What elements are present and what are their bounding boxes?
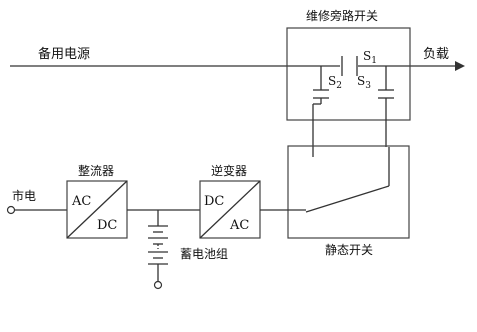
static-switch-label: 静态开关 bbox=[325, 243, 373, 257]
bypass-switch-box bbox=[286, 27, 411, 121]
s3-label: S3 bbox=[357, 74, 371, 91]
inverter-ac: AC bbox=[229, 218, 249, 233]
rectifier-ac: AC bbox=[71, 194, 91, 209]
battery-pack-label: 蓄电池组 bbox=[180, 247, 228, 261]
s2-label: S2 bbox=[328, 74, 342, 91]
rectifier-dc: DC bbox=[97, 218, 117, 233]
mains-terminal-icon bbox=[6, 205, 16, 215]
rectifier-diagonal bbox=[66, 180, 128, 239]
inverter-diagonal bbox=[199, 180, 261, 239]
load-arrow-icon bbox=[455, 61, 465, 71]
inverter-dc: DC bbox=[204, 194, 224, 209]
battery-terminal-icon bbox=[153, 280, 163, 290]
load-label: 负载 bbox=[423, 47, 449, 62]
standby-power-label: 备用电源 bbox=[38, 46, 90, 62]
battery-pack-icon bbox=[148, 210, 168, 282]
static-switch-box bbox=[287, 145, 410, 239]
mains-label: 市电 bbox=[12, 188, 36, 203]
rectifier-label: 整流器 bbox=[78, 163, 114, 178]
s1-label: S1 bbox=[363, 49, 377, 66]
bypass-switch-label: 维修旁路开关 bbox=[306, 8, 378, 23]
inverter-label: 逆变器 bbox=[211, 163, 247, 178]
static-switch-blade bbox=[305, 185, 390, 213]
